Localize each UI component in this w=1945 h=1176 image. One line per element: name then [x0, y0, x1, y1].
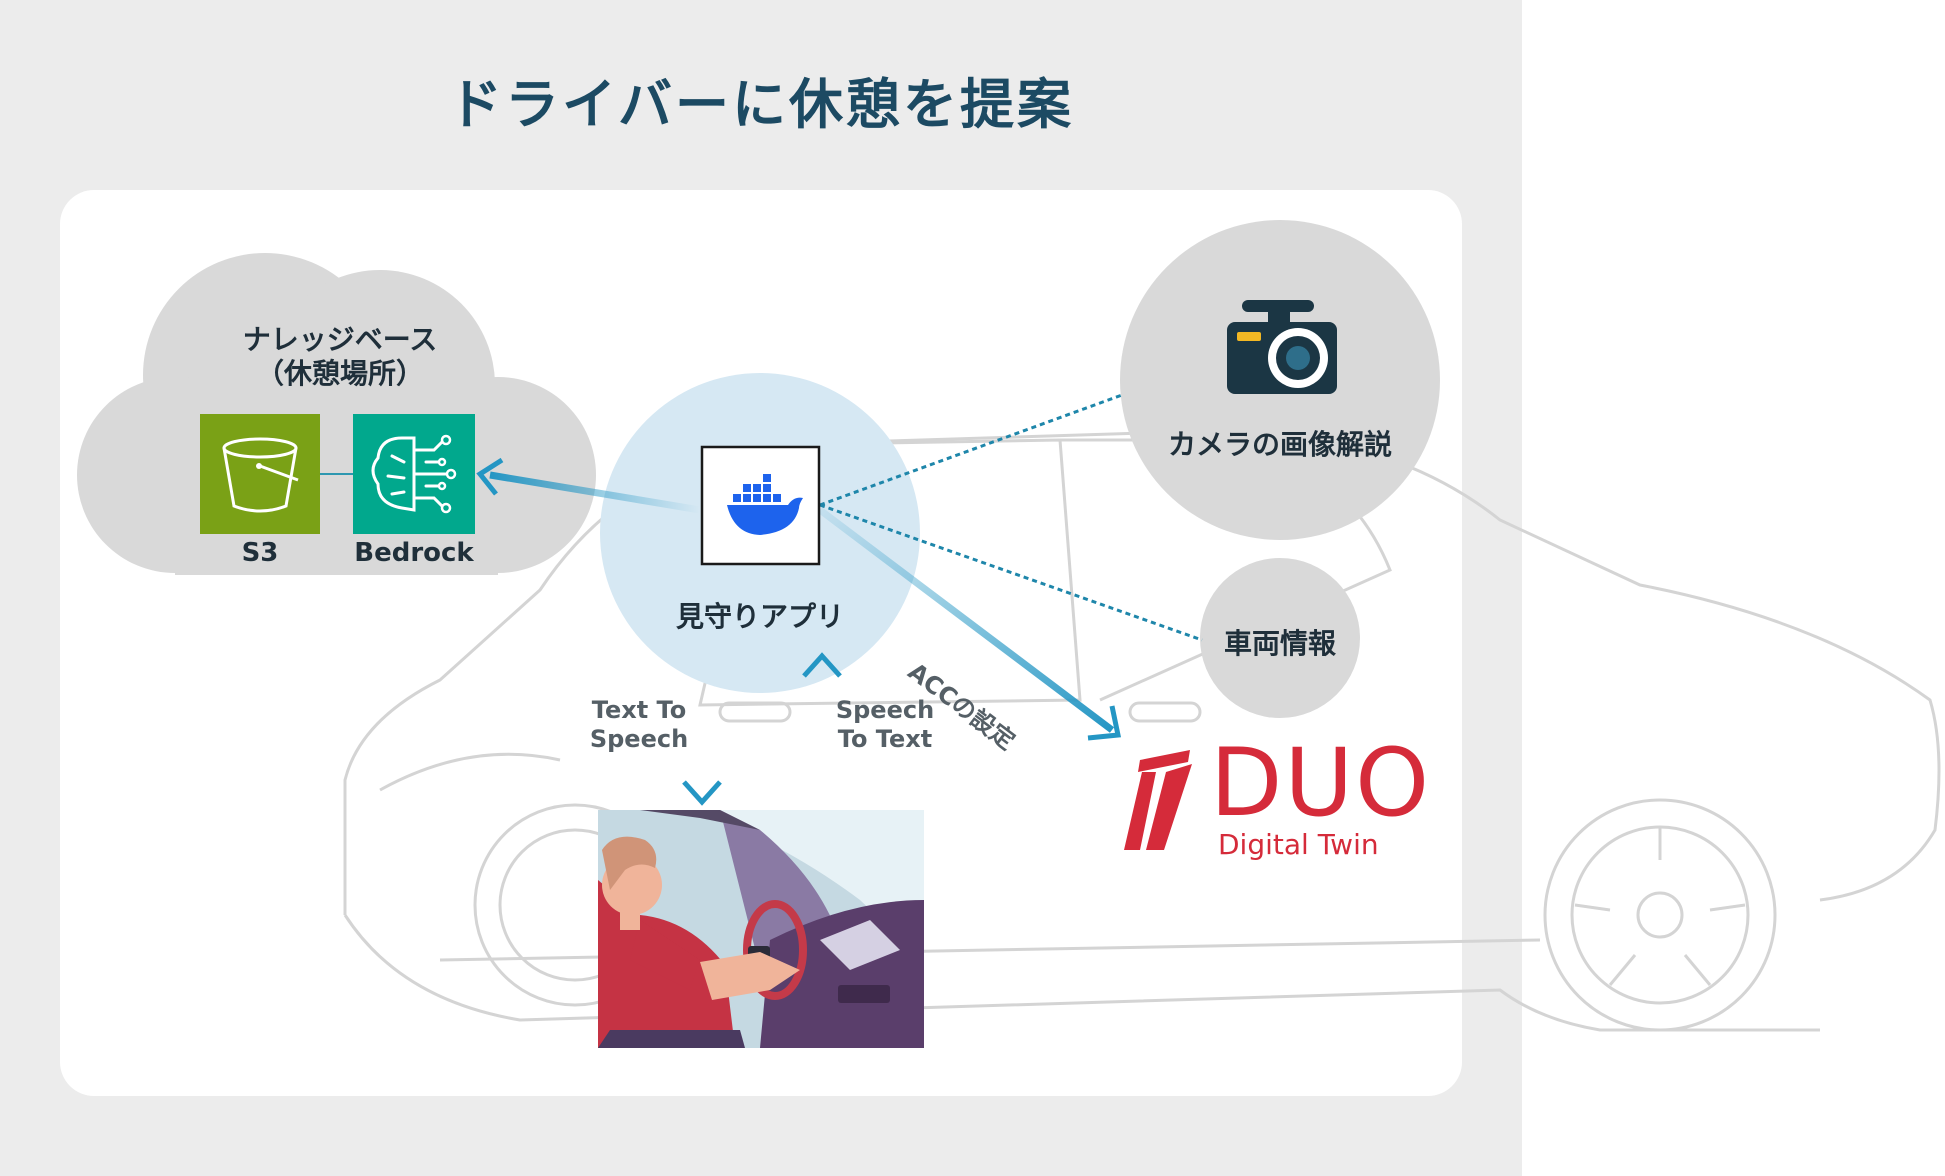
vehicle-circle: [1200, 558, 1360, 718]
knowledge-base-label: ナレッジベース （休憩場所）: [180, 323, 500, 391]
camera-icon: [1227, 300, 1337, 394]
speech-to-text-label: Speech To Text: [830, 696, 940, 754]
arrow-text-to-speech: [682, 655, 722, 806]
vehicle-label: 車両情報: [1223, 627, 1336, 660]
text-to-speech-label: Text To Speech: [584, 696, 694, 754]
arrow-speech-to-text: [802, 652, 842, 808]
speech-to-text-label-line2: To Text: [837, 725, 933, 753]
knowledge-base-label-line1: ナレッジベース: [242, 323, 438, 356]
duo-logo-mark: [1124, 750, 1192, 850]
s3-icon: [200, 414, 320, 534]
camera-label: カメラの画像解説: [1167, 428, 1392, 461]
driver-illustration: [598, 810, 924, 1048]
docker-icon: [700, 445, 821, 566]
speech-to-text-label-line1: Speech: [835, 696, 935, 724]
knowledge-base-label-line2: （休憩場所）: [255, 357, 424, 390]
vehicle-connector: [819, 503, 1203, 642]
bedrock-label: Bedrock: [354, 538, 474, 568]
page-title: ドライバーに休憩を提案: [448, 73, 1074, 136]
duo-logo-subtitle: Digital Twin: [1218, 828, 1379, 861]
text-to-speech-label-line2: Speech: [589, 725, 689, 753]
s3-label: S3: [241, 538, 279, 568]
arrow-to-bedrock: [476, 457, 701, 514]
knowledge-base-cloud: [77, 253, 596, 575]
app-label: 見守りアプリ: [675, 600, 844, 633]
duo-logo-text: DUO: [1210, 729, 1432, 838]
arrow-acc-setting: [817, 507, 1122, 741]
text-to-speech-label-line1: Text To: [591, 696, 687, 724]
bedrock-icon: [353, 414, 475, 534]
